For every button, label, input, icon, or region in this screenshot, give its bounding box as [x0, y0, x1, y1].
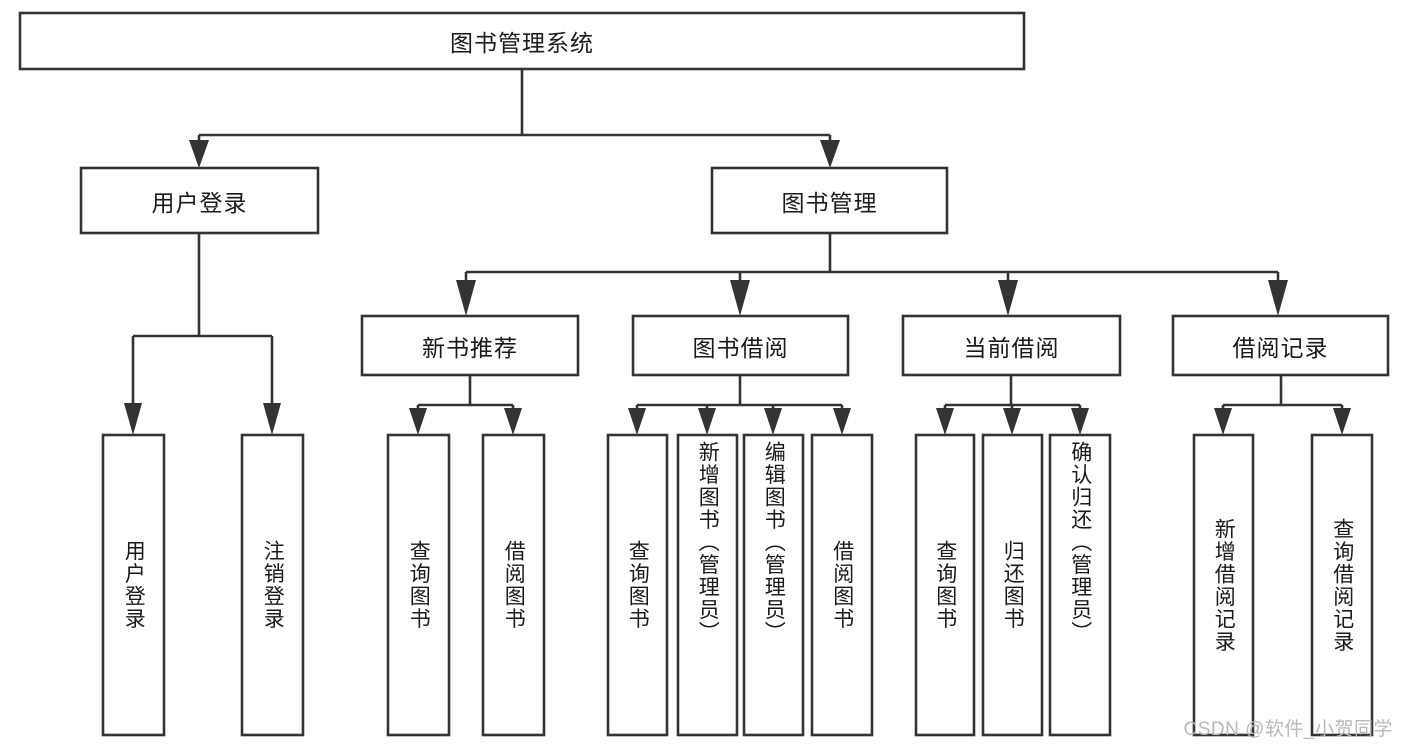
connector-group-current-borrow	[936, 375, 1089, 435]
node-box-leaf-add-book-admin[interactable]	[676, 433, 739, 737]
arrow-head-leaf-logout	[263, 403, 281, 435]
arrow-head-leaf-query-book-current	[936, 408, 954, 435]
connector-group-new-book-recommend	[409, 375, 522, 435]
node-box-borrow-record[interactable]	[1171, 314, 1390, 377]
node-box-leaf-query-book-borrow[interactable]	[606, 433, 669, 737]
node-box-leaf-query-book-current[interactable]	[914, 433, 976, 737]
arrow-head-leaf-confirm-return-admin	[1071, 408, 1089, 435]
arrow-head-leaf-user-login	[124, 403, 142, 435]
node-box-leaf-edit-book-admin[interactable]	[742, 433, 805, 737]
arrow-head-leaf-query-borrow-record	[1333, 408, 1351, 435]
arrow-head-leaf-borrow-book	[833, 408, 851, 435]
connector-group-user-login	[124, 233, 281, 435]
arrow-head-book-management	[820, 140, 840, 168]
node-box-leaf-confirm-return-admin[interactable]	[1048, 433, 1112, 737]
arrow-head-current-borrow	[998, 280, 1018, 316]
arrow-head-leaf-return-book	[1003, 408, 1021, 435]
arrow-head-leaf-edit-book-admin	[764, 408, 782, 435]
arrow-head-book-borrow	[730, 280, 750, 316]
arrow-head-leaf-query-book-recommend	[409, 408, 427, 435]
node-box-leaf-return-book[interactable]	[981, 433, 1044, 737]
arrow-head-leaf-add-book-admin	[698, 408, 716, 435]
arrow-head-leaf-borrow-book-recommend	[504, 408, 522, 435]
node-box-leaf-user-login[interactable]	[101, 433, 166, 737]
connector-group-root	[189, 69, 840, 168]
node-box-leaf-logout[interactable]	[240, 433, 305, 737]
arrow-head-borrow-record	[1268, 280, 1288, 316]
connector-group-book-management	[456, 233, 1288, 316]
connector-group-book-borrow	[628, 375, 851, 435]
arrow-head-user-login	[189, 140, 209, 168]
arrow-head-leaf-query-book-borrow	[628, 408, 646, 435]
node-box-book-management[interactable]	[710, 166, 949, 235]
node-box-book-borrow[interactable]	[631, 314, 850, 377]
node-box-current-borrow[interactable]	[901, 314, 1122, 377]
node-box-leaf-add-borrow-record[interactable]	[1192, 433, 1255, 737]
arrow-head-new-book-recommend	[456, 280, 476, 316]
arrow-head-leaf-add-borrow-record	[1214, 408, 1232, 435]
node-box-new-book-recommend[interactable]	[360, 314, 580, 377]
connector-group-borrow-record	[1214, 375, 1351, 435]
node-box-user-login[interactable]	[79, 166, 320, 235]
node-box-leaf-borrow-book[interactable]	[810, 433, 874, 737]
node-box-root[interactable]	[18, 11, 1026, 71]
node-box-leaf-query-book-recommend[interactable]	[386, 433, 451, 737]
node-box-leaf-borrow-book-recommend[interactable]	[481, 433, 546, 737]
node-box-leaf-query-borrow-record[interactable]	[1310, 433, 1374, 737]
